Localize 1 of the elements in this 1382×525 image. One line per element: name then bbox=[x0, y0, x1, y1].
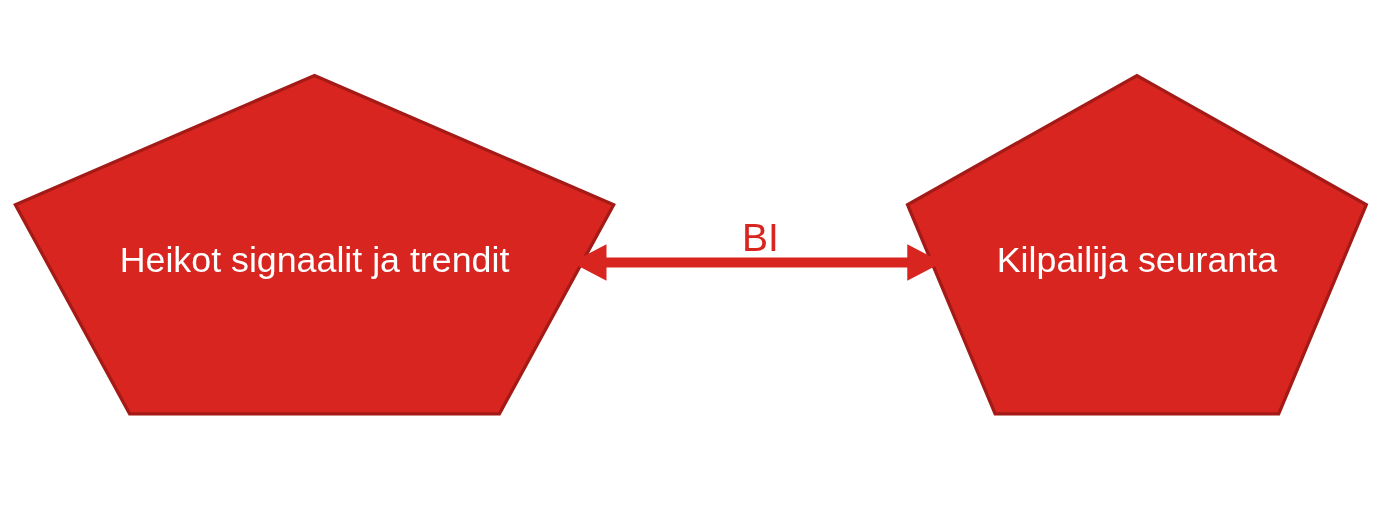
edge-label: BI bbox=[741, 216, 779, 260]
